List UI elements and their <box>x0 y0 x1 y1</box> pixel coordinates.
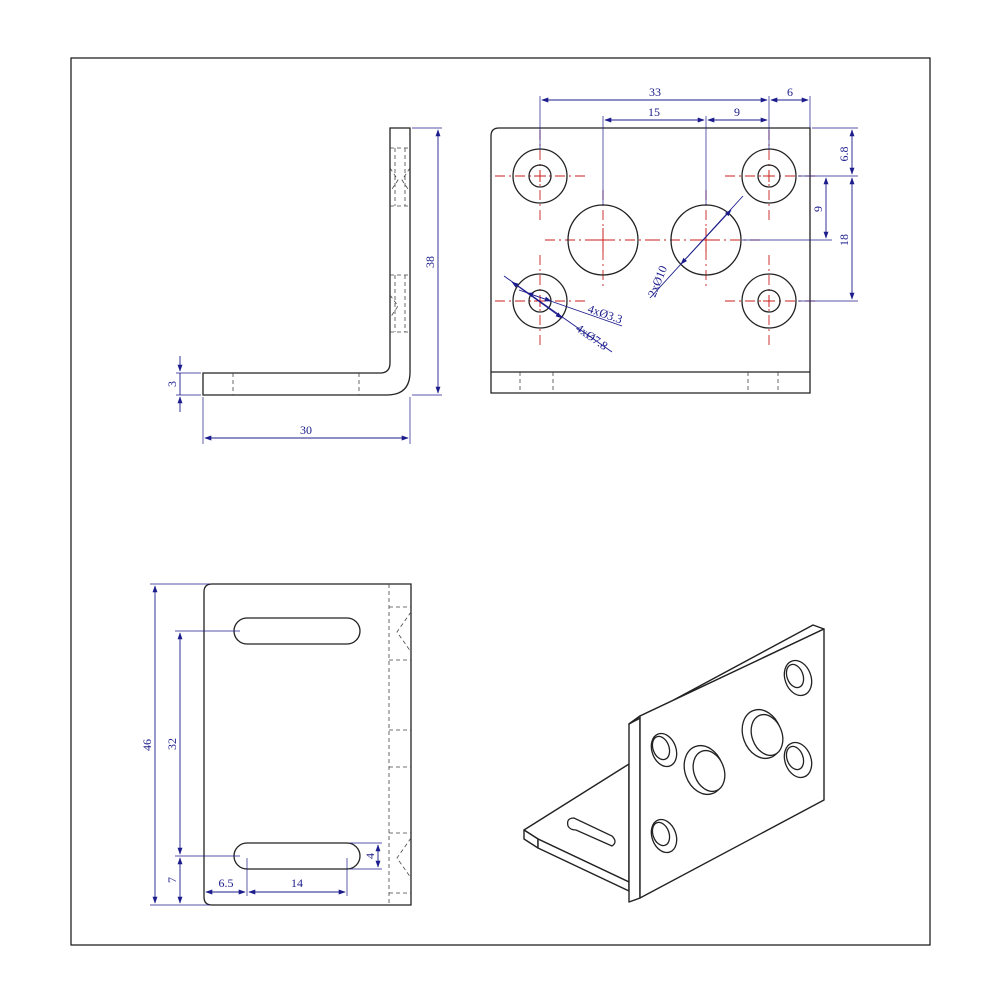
slot-bottom <box>233 842 361 870</box>
dim-text-14: 14 <box>291 876 303 890</box>
callout-large-hole: 2xØ10 <box>645 195 744 300</box>
dim-offset-6-8: 6.8 <box>798 127 858 177</box>
dim-spacing-33: 33 <box>539 85 770 150</box>
top-view: 46 32 7 6.5 14 4 <box>140 583 412 906</box>
iso-base-slot <box>566 817 616 847</box>
callout-text-large-hole: 2xØ10 <box>645 264 670 300</box>
center-lines <box>495 130 815 345</box>
dim-text-38: 38 <box>423 256 437 268</box>
dim-slot-horizontal: 6.5 14 <box>205 858 348 896</box>
dim-text-7: 7 <box>165 877 179 883</box>
dim-text-33: 33 <box>649 85 661 99</box>
plate-outline <box>490 127 811 394</box>
iso-vertical-face <box>639 628 825 899</box>
dim-text-6: 6 <box>787 85 793 99</box>
dim-text-9-horizontal: 9 <box>734 105 740 119</box>
dim-vertical-18: 18 <box>798 177 858 302</box>
side-hidden-holes <box>232 147 411 395</box>
dim-slot-spacing-32: 32 7 <box>165 630 240 904</box>
dim-length-30: 30 <box>202 397 411 444</box>
callout-small-hole: 4xØ3.3 <box>518 289 624 327</box>
iso-holes <box>650 659 813 854</box>
l-bracket-profile <box>202 127 411 396</box>
dim-text-3: 3 <box>165 381 179 387</box>
dim-slot-width-4: 4 <box>350 842 382 870</box>
dim-text-15: 15 <box>648 105 660 119</box>
dim-text-32: 32 <box>165 738 179 750</box>
front-view: 33 6 15 9 6.8 9 18 <box>490 85 858 394</box>
dim-edge-6: 6 <box>770 85 811 128</box>
callout-text-counterbore: 4xØ7.8 <box>573 321 610 353</box>
drawing-frame <box>70 57 931 946</box>
side-view: 38 30 3 <box>165 127 442 444</box>
dim-thickness-3: 3 <box>165 356 201 412</box>
slot-top <box>233 617 361 645</box>
dim-text-46: 46 <box>140 739 154 751</box>
dim-overall-46: 46 <box>140 583 210 906</box>
dim-text-6-5: 6.5 <box>219 876 234 890</box>
dim-text-6-8: 6.8 <box>837 147 851 162</box>
dim-text-9-vertical: 9 <box>811 206 825 212</box>
counterbored-hole-bottom-right <box>741 273 797 329</box>
isometric-view <box>523 624 825 903</box>
callout-text-small-hole: 4xØ3.3 <box>586 302 624 327</box>
dim-vertical-9: 9 <box>742 177 832 241</box>
dim-text-30: 30 <box>300 423 312 437</box>
dim-text-4: 4 <box>363 853 377 859</box>
base-outline <box>203 583 412 906</box>
dim-height-38: 38 <box>412 127 442 396</box>
iso-vertical-edge <box>628 715 641 903</box>
dim-text-18: 18 <box>837 234 851 246</box>
dim-spacing-15-9: 15 9 <box>602 105 768 205</box>
